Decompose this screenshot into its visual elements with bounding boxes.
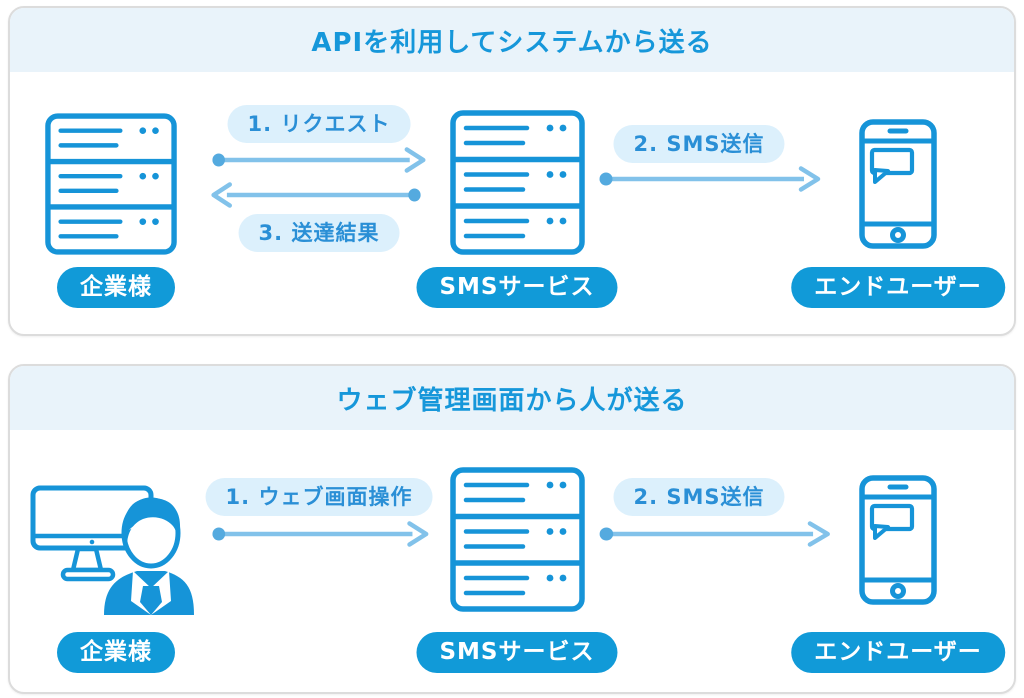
smartphone-message-icon [859, 119, 937, 249]
end-user-label: エンドユーザー [791, 267, 1005, 308]
step-label-web-operation: 1. ウェブ画面操作 [205, 478, 433, 516]
arrow-sms-send-right [597, 519, 835, 549]
panel-web-title: ウェブ管理画面から人が送る [336, 385, 688, 416]
arrow-web-operation-right [210, 519, 433, 549]
end-user-label: エンドユーザー [791, 632, 1005, 673]
company-server-icon [45, 112, 177, 256]
panel-web-flow: ウェブ管理画面から人が送る 1. ウェブ画面操作 2. SMS送信 企業様 SM… [8, 364, 1016, 694]
panel-api-header: APIを利用してシステムから送る [10, 8, 1014, 72]
panel-api-title: APIを利用してシステムから送る [311, 27, 713, 58]
step-label-sms-send: 2. SMS送信 [613, 125, 785, 163]
arrow-sms-send-right [597, 164, 825, 194]
step-label-delivery-result: 3. 送達結果 [238, 214, 400, 252]
step-label-sms-send: 2. SMS送信 [613, 478, 785, 516]
arrow-request-right [210, 145, 430, 175]
sms-service-server-icon [450, 467, 585, 612]
arrow-delivery-result-left [207, 180, 423, 210]
smartphone-message-icon [859, 475, 937, 605]
sms-service-label: SMSサービス [416, 267, 618, 308]
step-label-request: 1. リクエスト [227, 105, 411, 143]
person-at-computer-icon [30, 485, 195, 615]
sms-service-server-icon [450, 110, 585, 255]
company-label: 企業様 [57, 632, 175, 673]
sms-service-label: SMSサービス [416, 632, 618, 673]
panel-web-header: ウェブ管理画面から人が送る [10, 366, 1014, 430]
panel-api-flow: APIを利用してシステムから送る 1. リクエスト 3. 送達結果 2. SMS… [8, 6, 1016, 336]
company-label: 企業様 [57, 267, 175, 308]
